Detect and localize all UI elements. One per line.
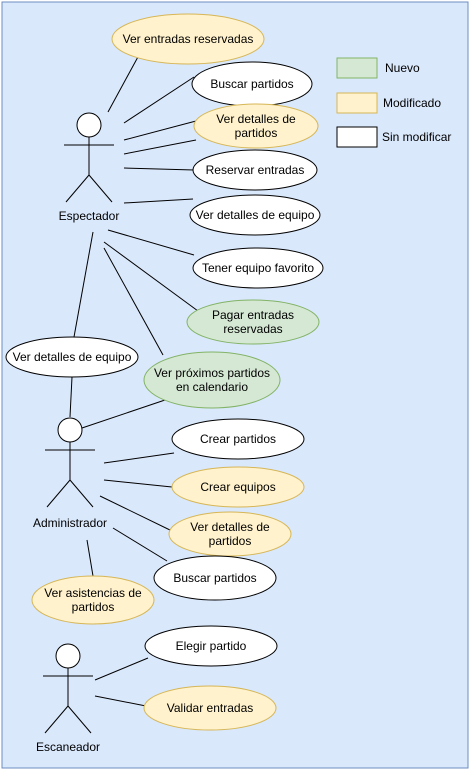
legend-label-modified: Modificado <box>383 96 441 110</box>
association-line <box>103 452 175 464</box>
use-case-label: Buscar partidos <box>173 571 256 585</box>
use-case-ellipse <box>192 247 324 289</box>
uc-validar-entradas: Validar entradas <box>143 685 277 731</box>
use-case-ellipse <box>143 685 277 731</box>
actor-leg-right <box>69 479 94 508</box>
association-line <box>94 657 149 681</box>
association-line <box>112 527 168 562</box>
uc-tener-equipo-favorito: Tener equipo favorito <box>192 247 324 289</box>
actor-leg-left <box>65 174 90 203</box>
legend-swatch-unchanged <box>336 126 378 148</box>
uc-elegir-partido: Elegir partido <box>144 625 278 667</box>
use-case-label: Tener equipo favorito <box>202 261 314 275</box>
use-case-label: reservadas <box>223 322 282 336</box>
use-case-ellipse <box>168 511 292 557</box>
actor-admin: Administrador <box>33 417 107 530</box>
use-case-ellipse <box>111 13 265 65</box>
use-case-ellipse <box>153 555 277 601</box>
uc-ver-detalles-equipo-espectador: Ver detalles de equipo <box>189 194 321 236</box>
association-line <box>103 247 164 356</box>
use-case-label: Ver detalles de equipo <box>196 208 315 222</box>
use-case-label: Crear partidos <box>200 432 276 446</box>
use-case-ellipse <box>186 299 320 345</box>
use-case-label: Reservar entradas <box>206 163 305 177</box>
association-line <box>99 495 173 532</box>
actor-label: Escaneador <box>36 740 100 754</box>
use-case-label: Ver entradas reservadas <box>123 32 254 46</box>
use-case-ellipse <box>171 418 305 460</box>
actor-head <box>55 643 81 669</box>
actor-leg-left <box>44 705 69 734</box>
use-case-label: Crear equipos <box>200 480 275 494</box>
uc-buscar-partidos-admin: Buscar partidos <box>153 555 277 601</box>
use-case-ellipse <box>31 575 155 625</box>
use-case-label: Ver detalles de equipo <box>13 350 132 364</box>
use-case-ellipse <box>193 103 319 149</box>
association-line <box>107 229 195 256</box>
actor-head <box>57 417 83 443</box>
uc-crear-equipos: Crear equipos <box>171 466 305 508</box>
use-case-label: partidos <box>72 600 115 614</box>
use-case-ellipse <box>171 466 305 508</box>
uc-ver-entradas-reservadas: Ver entradas reservadas <box>111 13 265 65</box>
use-case-label: Validar entradas <box>167 701 254 715</box>
association-line <box>103 479 173 488</box>
legend-swatch-new <box>336 57 378 79</box>
use-case-label: Elegir partido <box>176 639 247 653</box>
association-line <box>86 539 94 577</box>
actor-head <box>76 112 102 138</box>
association-line <box>73 231 94 338</box>
associations <box>69 54 199 707</box>
use-case-ellipse <box>189 194 321 236</box>
use-case-label: Pagar entradas <box>212 308 294 322</box>
uc-ver-detalles-equipo-shared: Ver detalles de equipo <box>5 336 139 378</box>
association-line <box>123 139 197 155</box>
uc-crear-partidos: Crear partidos <box>171 418 305 460</box>
use-case-label: Ver detalles de <box>216 112 296 126</box>
association-line <box>123 76 195 124</box>
use-case-ellipse <box>192 149 318 191</box>
association-line <box>107 54 140 113</box>
uc-reservar-entradas: Reservar entradas <box>192 149 318 191</box>
use-case-label: Buscar partidos <box>210 77 293 91</box>
legend-swatch-modified <box>336 92 378 114</box>
association-line <box>103 241 199 312</box>
actor-leg-right <box>88 174 113 203</box>
legend-label-new: Nuevo <box>385 61 420 75</box>
use-case-ellipse <box>144 625 278 667</box>
use-case-ellipse <box>143 351 281 409</box>
actor-leg-left <box>46 479 71 508</box>
uc-buscar-partidos-espectador: Buscar partidos <box>191 61 313 107</box>
association-line <box>123 167 195 171</box>
use-case-label: Ver próximos partidos <box>154 366 270 380</box>
actor-scanner: Escaneador <box>36 643 100 754</box>
association-line <box>123 198 194 204</box>
actor-spectator: Espectador <box>59 112 120 223</box>
use-case-label: Ver asistencias de <box>44 586 142 600</box>
association-line <box>69 376 73 418</box>
association-line <box>94 695 147 707</box>
actor-leg-right <box>67 705 92 734</box>
use-case-label: en calendario <box>176 380 248 394</box>
legend-label-unchanged: Sin modificar <box>382 130 451 144</box>
association-line <box>81 399 166 429</box>
use-case-label: Ver detalles de <box>190 520 270 534</box>
use-case-label: partidos <box>209 534 252 548</box>
actor-label: Espectador <box>59 209 120 223</box>
use-case-label: partidos <box>235 126 278 140</box>
association-line <box>123 120 197 141</box>
actor-label: Administrador <box>33 516 107 530</box>
use-case-ellipse <box>5 336 139 378</box>
legend: Nuevo Modificado Sin modificar <box>336 57 451 148</box>
